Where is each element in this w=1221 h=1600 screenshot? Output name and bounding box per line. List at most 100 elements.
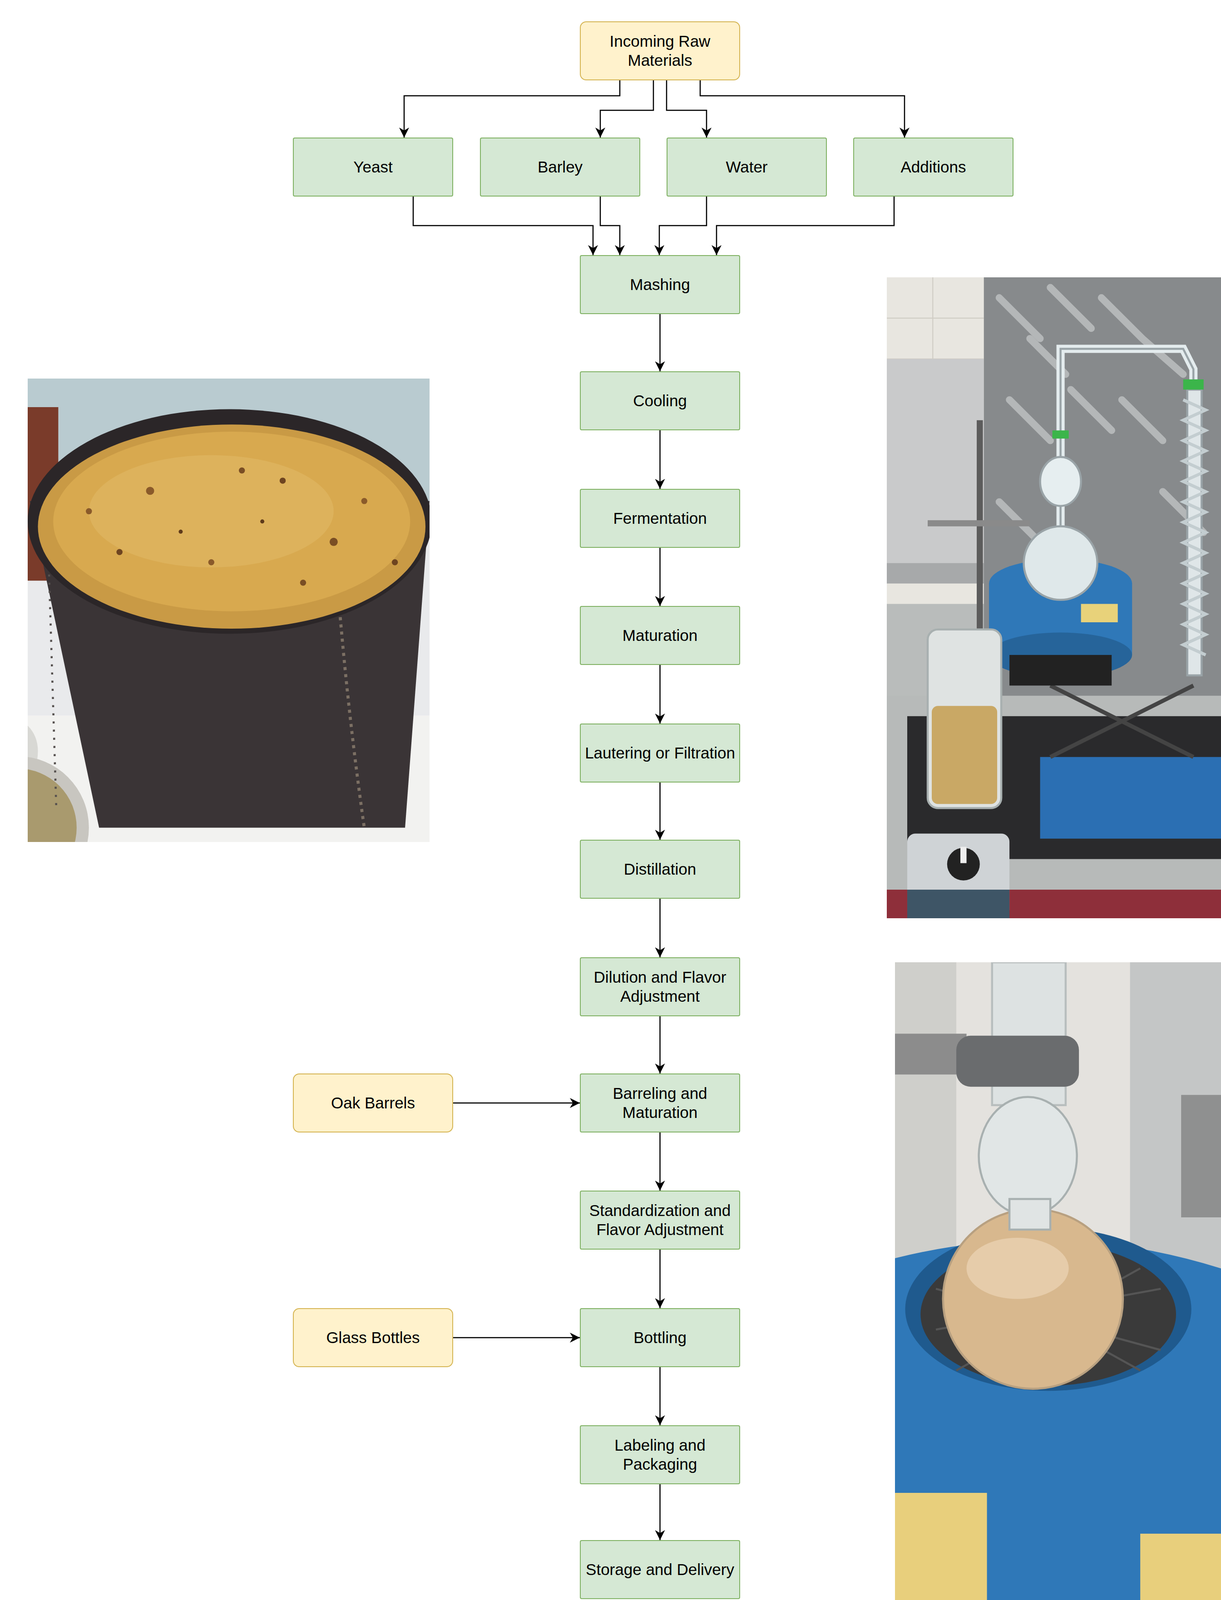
mash-pot-photo xyxy=(27,378,430,843)
process-box: Cooling xyxy=(579,371,741,431)
photo-shape xyxy=(1040,457,1082,507)
process-box: Storage and Delivery xyxy=(579,1540,741,1600)
process-box: Water xyxy=(666,137,827,197)
box-label: Storage and Delivery xyxy=(585,1560,735,1580)
flow-arrow xyxy=(404,80,620,138)
photo-shape xyxy=(88,455,334,568)
text-stack: Incoming Raw Materials xyxy=(583,31,737,70)
photo-shape xyxy=(1052,430,1069,439)
text-stack: Barreling and Maturation xyxy=(583,1084,737,1123)
photo-shape xyxy=(1183,400,1207,656)
text-stack: Maturation xyxy=(622,626,698,646)
input-box: Oak Barrels xyxy=(292,1073,454,1133)
box-label: Dilution and Flavor Adjustment xyxy=(583,968,737,1007)
process-box: Distillation xyxy=(579,840,741,900)
pot xyxy=(27,409,430,828)
text-stack: Bottling xyxy=(633,1328,687,1348)
distillation-setup-photo xyxy=(886,277,1221,919)
photo-shape xyxy=(37,424,426,629)
flow-arrow xyxy=(659,314,661,372)
box-label: Oak Barrels xyxy=(331,1093,416,1113)
photo-shape xyxy=(960,847,967,864)
photo-shape xyxy=(966,1238,1069,1300)
photo-shape xyxy=(1181,1095,1221,1218)
controller xyxy=(907,833,1010,919)
photo-shape xyxy=(1081,603,1118,623)
photo-shape xyxy=(1050,685,1194,757)
photo-shape xyxy=(931,706,998,805)
process-box: Barreling and Maturation xyxy=(579,1073,741,1133)
flow-arrow xyxy=(600,80,654,138)
flow-arrow xyxy=(453,1337,580,1340)
photo-shape xyxy=(208,559,215,566)
box-label: Glass Bottles xyxy=(326,1328,420,1348)
flow-arrow xyxy=(659,196,707,256)
process-box: Standardization and Flavor Adjustment xyxy=(579,1191,741,1251)
box-label: Water xyxy=(725,157,768,177)
photo-shape xyxy=(956,1036,1079,1088)
text-stack: Glass Bottles xyxy=(326,1328,420,1348)
flow-arrow xyxy=(659,1367,661,1426)
photo-shape xyxy=(999,287,1204,543)
photo-shape xyxy=(361,498,368,505)
box-label: Barley xyxy=(537,157,583,177)
photo-shape xyxy=(927,520,1030,527)
text-stack: Water xyxy=(725,157,768,177)
photo-shape xyxy=(894,962,1221,1600)
heating-mantle xyxy=(988,526,1221,840)
photo-shape xyxy=(943,1209,1123,1390)
photo-shape xyxy=(391,559,398,566)
flow-arrow xyxy=(659,430,661,490)
mash xyxy=(37,424,426,629)
box-label: Maturation xyxy=(622,626,698,646)
flow-arrow xyxy=(659,782,661,841)
photo-shape xyxy=(329,538,338,547)
box-label: Incoming Raw Materials xyxy=(583,31,737,70)
photo-shape xyxy=(886,359,984,574)
process-box: Bottling xyxy=(579,1308,741,1368)
text-stack: Dilution and Flavor Adjustment xyxy=(583,968,737,1007)
process-box: Additions xyxy=(853,137,1014,197)
text-stack: Storage and Delivery xyxy=(585,1560,735,1580)
flow-arrow xyxy=(453,1102,580,1105)
glass-tube xyxy=(894,962,1079,1259)
flow-arrow xyxy=(413,196,594,256)
process-box: Maturation xyxy=(579,606,741,666)
flow-arrow xyxy=(659,1016,661,1074)
box-label: Distillation xyxy=(623,860,697,880)
box-label: Barreling and Maturation xyxy=(583,1084,737,1123)
photo-shape xyxy=(300,579,307,586)
photo-shape xyxy=(260,519,265,524)
photo-shape xyxy=(1183,379,1204,390)
text-stack: Lautering or Filtration xyxy=(584,743,736,763)
text-stack: Oak Barrels xyxy=(331,1093,416,1113)
flow-arrow xyxy=(659,1484,661,1541)
photo-shape xyxy=(238,467,245,474)
text-stack: Cooling xyxy=(632,391,688,411)
flow-arrow xyxy=(659,899,661,958)
input-box: Glass Bottles xyxy=(292,1308,454,1368)
photo-shape xyxy=(1060,348,1194,533)
text-stack: Fermentation xyxy=(612,509,707,529)
photo-background xyxy=(894,962,1221,1600)
input-box: Incoming Raw Materials xyxy=(579,21,741,81)
photo-shape xyxy=(907,833,1010,919)
text-stack: Distillation xyxy=(623,860,697,880)
heating-mantle xyxy=(894,1199,1221,1600)
photo-shape xyxy=(983,277,1221,697)
flow-arrow xyxy=(716,196,895,256)
text-stack: Additions xyxy=(900,157,967,177)
box-label: Fermentation xyxy=(612,509,707,529)
flow-arrow xyxy=(600,196,620,256)
box-label: Cooling xyxy=(632,391,688,411)
box-label: Bottling xyxy=(633,1328,687,1348)
flow-arrow xyxy=(659,665,661,724)
text-stack: Mashing xyxy=(629,275,690,295)
photo-shape xyxy=(1040,757,1221,840)
photo-background xyxy=(886,277,1221,919)
photo-shape xyxy=(886,277,1221,919)
photo-shape xyxy=(85,508,92,515)
photo-shape xyxy=(116,549,123,556)
photo-shape xyxy=(1140,1534,1221,1600)
text-stack: Barley xyxy=(537,157,583,177)
